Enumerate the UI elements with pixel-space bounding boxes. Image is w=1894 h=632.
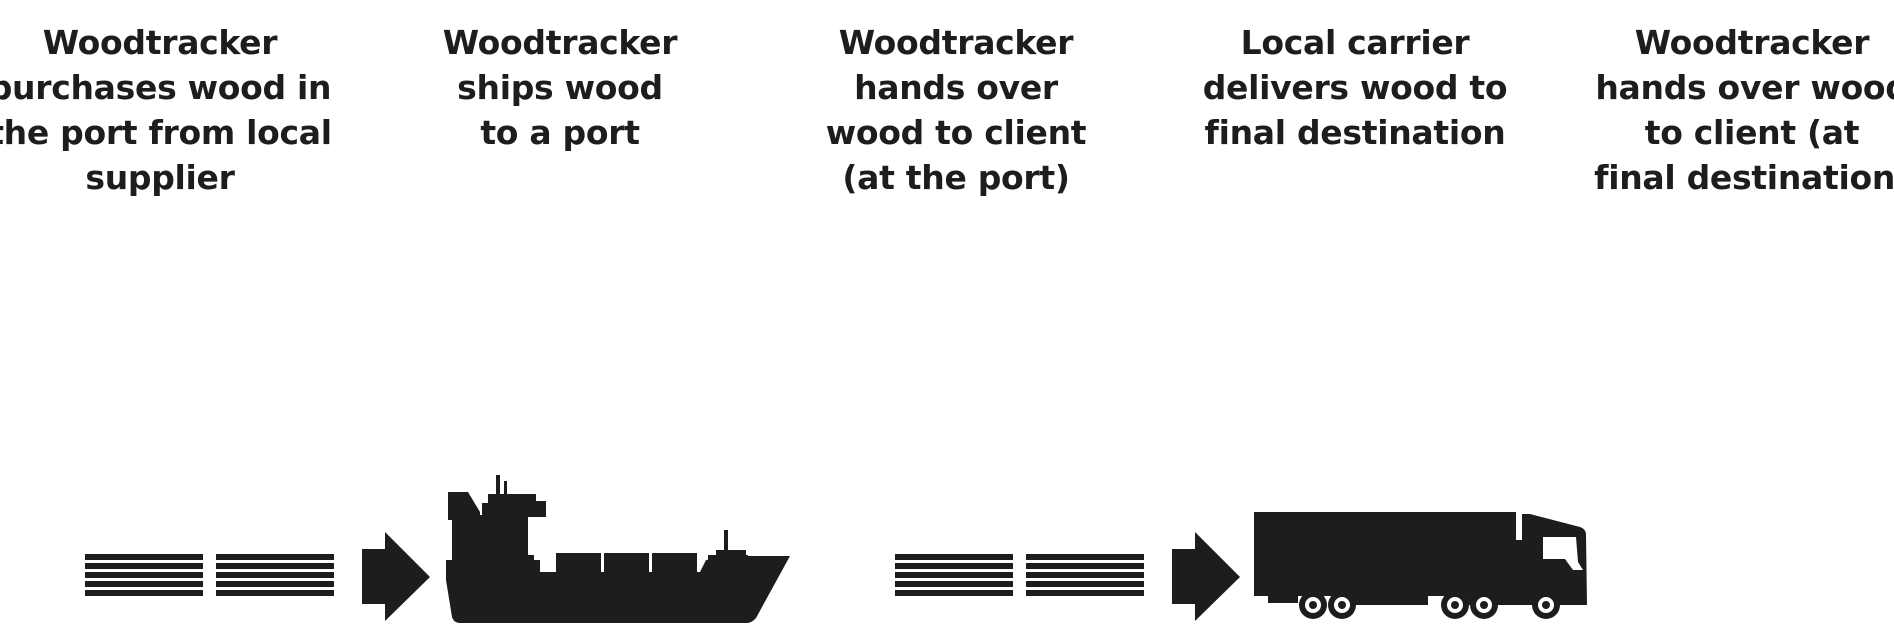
wheel-icon: [1441, 591, 1469, 619]
wheel-icon: [1299, 591, 1327, 619]
step-2-label: Woodtracker ships wood to a port: [442, 23, 678, 152]
step-3-label: Woodtracker hands over wood to client (a…: [825, 23, 1087, 197]
wood-planks-icon: [85, 554, 334, 596]
arrow-right-icon: [1172, 532, 1240, 621]
step-4-label: Local carrier delivers wood to final des…: [1202, 23, 1508, 152]
truck-icon: [1254, 512, 1587, 619]
step-5-label: Woodtracker hands over wood to client (a…: [1594, 23, 1894, 197]
wheel-icon: [1328, 591, 1356, 619]
step-1-label: Woodtracker purchases wood in the port f…: [0, 23, 332, 197]
wood-planks-icon: [895, 554, 1144, 596]
wheel-icon: [1470, 591, 1498, 619]
wheel-icon: [1532, 591, 1560, 619]
cargo-ship-icon: [446, 475, 790, 623]
arrow-right-icon: [362, 532, 430, 621]
